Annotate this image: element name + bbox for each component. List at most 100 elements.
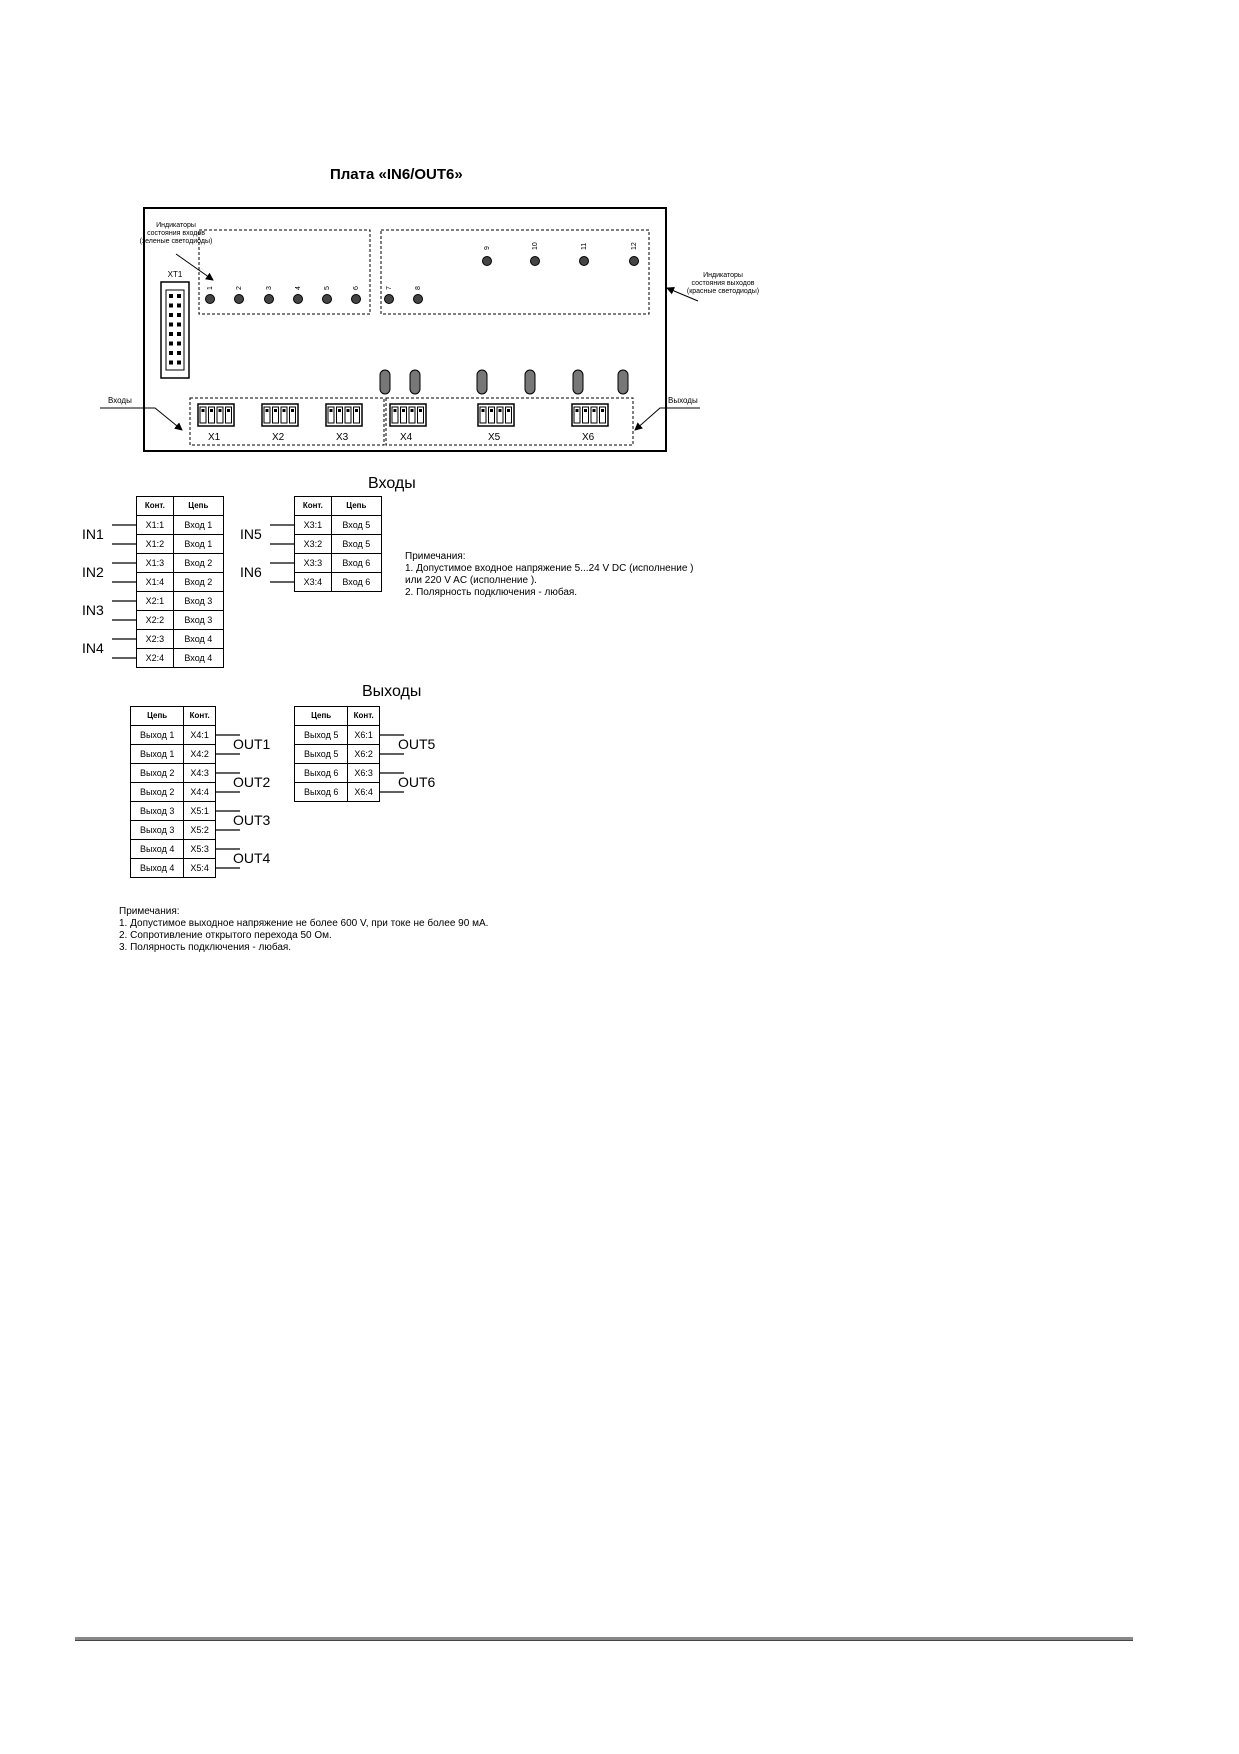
xt1-pin: [177, 351, 181, 355]
board-outline: [143, 207, 667, 452]
outputs-note-3: 3. Полярность подключения - любая.: [119, 942, 292, 953]
table-cell: X4:4: [183, 782, 216, 802]
table-cell: Выход 4: [129, 858, 185, 878]
table-cell: Выход 1: [129, 744, 185, 764]
wiring-lines: [112, 524, 404, 869]
xt1-pin: [169, 341, 173, 346]
xt1-pin: [177, 303, 181, 308]
led-2: [234, 294, 244, 304]
group-label-out6: OUT6: [398, 773, 436, 790]
terminal-label: X3: [336, 432, 349, 443]
relay: [524, 369, 536, 395]
table-cell: X5:3: [183, 839, 216, 859]
relays: [379, 369, 629, 395]
table-cell: X4:1: [183, 725, 216, 745]
inputs-notes: Примечания: 1. Допустимое входное напряж…: [405, 551, 694, 599]
table-cell: X6:4: [347, 782, 380, 802]
terminal-x3: X3: [325, 403, 363, 443]
terminal-label: X2: [272, 432, 285, 443]
input-terminal-zone: [189, 397, 385, 446]
outputs-header: Конт.: [183, 706, 216, 726]
output-terminal-zone: [385, 397, 634, 446]
table-cell: X5:2: [183, 820, 216, 840]
terminal-x6: X6: [571, 403, 609, 443]
outputs-note-2: 2. Сопротивление открытого перехода 50 О…: [119, 930, 332, 941]
outputs-header: Цепь: [129, 706, 185, 726]
xt1-pin: [169, 360, 173, 365]
table-cell: X4:3: [183, 763, 216, 783]
table-cell: Выход 6: [293, 763, 349, 783]
table-cell: X6:2: [347, 744, 380, 764]
inputs-note-3: 2. Полярность подключения - любая.: [405, 587, 578, 598]
xt1-pin: [169, 332, 173, 336]
group-label-in6: IN6: [240, 563, 262, 580]
outputs-note-1: 1. Допустимое выходное напряжение не бол…: [119, 918, 489, 929]
outputs-board-label: Выходы: [668, 396, 698, 405]
terminal-x5: X5: [477, 403, 515, 443]
xt1-label: XT1: [167, 270, 183, 279]
led-number: 11: [581, 243, 588, 250]
inputs-note-title: Примечания:: [405, 551, 466, 562]
xt1-pin: [177, 294, 181, 298]
relay: [476, 369, 488, 395]
table-cell: Выход 4: [129, 839, 185, 859]
led-number: 10: [532, 242, 539, 250]
xt1-pin: [177, 341, 181, 346]
table-cell: X6:1: [347, 725, 380, 745]
led-3: [264, 294, 274, 304]
group-label-in3: IN3: [82, 601, 104, 618]
led-6: [351, 294, 361, 304]
led-10: [530, 256, 540, 266]
inputs-note-2: или 220 V AC (исполнение ).: [405, 575, 537, 586]
xt1-pin: [169, 351, 173, 355]
xt1-pin: [169, 322, 173, 327]
group-label-out2: OUT2: [233, 773, 271, 790]
outputs-header: Конт.: [347, 706, 380, 726]
table-cell: Вход 2: [172, 553, 225, 573]
group-label-out1: OUT1: [233, 735, 271, 752]
led-number: 7: [386, 286, 393, 290]
group-label-in2: IN2: [82, 563, 104, 580]
led-8: [413, 294, 423, 304]
terminal-label: X5: [488, 432, 501, 443]
xt1-pin: [177, 360, 181, 365]
table-cell: Вход 4: [172, 648, 225, 668]
table-cell: Выход 2: [129, 763, 185, 783]
xt1-connector: [160, 281, 190, 379]
relay: [379, 369, 391, 395]
relay: [617, 369, 629, 395]
relay: [572, 369, 584, 395]
xt1-pin: [169, 303, 173, 308]
inputs-title: Входы: [368, 475, 416, 492]
group-label-out3: OUT3: [233, 811, 271, 828]
table-cell: Выход 5: [293, 725, 349, 745]
footer-rule: [75, 1637, 1133, 1641]
inputs-board-label: Входы: [108, 396, 132, 405]
led-number: 5: [324, 286, 331, 290]
group-label-out5: OUT5: [398, 735, 436, 752]
led-number: 8: [415, 286, 422, 290]
group-label-in5: IN5: [240, 525, 262, 542]
xt1-pin: [169, 294, 173, 298]
table-cell: X5:1: [183, 801, 216, 821]
outputs-notes: Примечания: 1. Допустимое выходное напря…: [119, 906, 488, 954]
